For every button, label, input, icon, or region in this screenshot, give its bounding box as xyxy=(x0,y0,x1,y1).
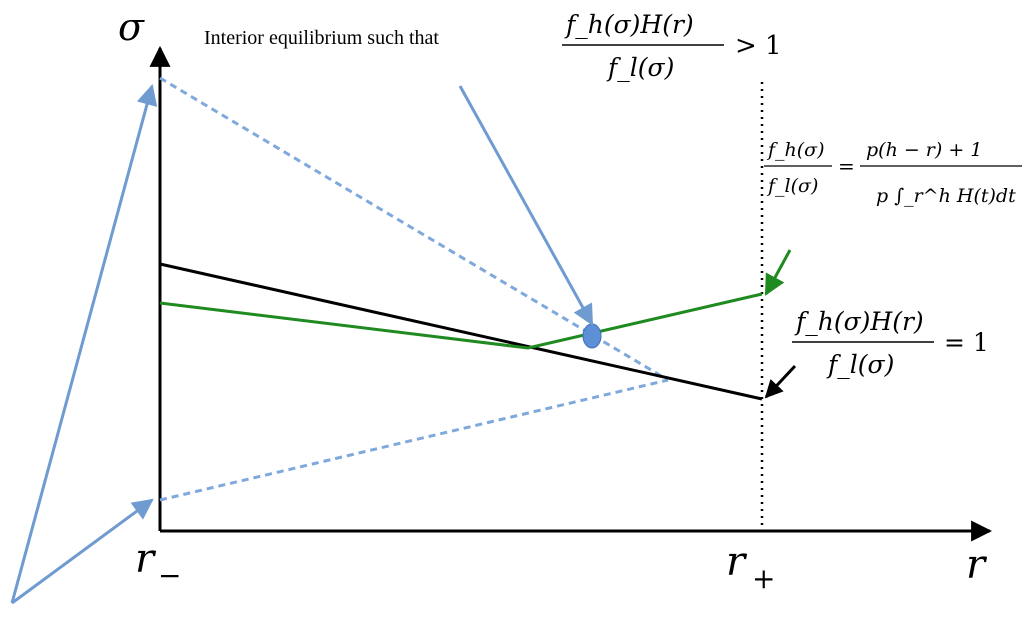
green-pointer-arrow xyxy=(764,249,792,296)
svg-text:f_h(σ): f_h(σ) xyxy=(766,139,825,161)
svg-text:> 1: > 1 xyxy=(735,31,782,61)
svg-text:f_h(σ)H(r): f_h(σ)H(r) xyxy=(564,10,694,39)
svg-text:−: − xyxy=(158,559,181,592)
svg-text:p(h − r) + 1: p(h − r) + 1 xyxy=(866,139,982,161)
svg-text:f_l(σ): f_l(σ) xyxy=(766,175,818,197)
svg-text:f_l(σ): f_l(σ) xyxy=(606,53,674,82)
black-curve xyxy=(159,262,763,401)
svg-text:+: + xyxy=(752,562,775,595)
svg-text:r: r xyxy=(726,539,748,585)
interior-ratio-formula: f_h(σ)H(r) f_l(σ) > 1 xyxy=(562,10,782,82)
interior-equilibrium-text: Interior equilibrium such that xyxy=(204,27,439,49)
y-axis-label: σ xyxy=(118,5,145,49)
svg-text:f_l(σ): f_l(σ) xyxy=(826,350,894,379)
r-plus-label: r + xyxy=(726,539,775,595)
interior-equilibrium-point xyxy=(582,323,602,349)
svg-text:= 1: = 1 xyxy=(944,328,989,357)
svg-text:=: = xyxy=(838,154,855,178)
left-pointer-arrow-upper xyxy=(10,83,158,604)
svg-text:r: r xyxy=(135,536,157,582)
svg-text:f_h(σ)H(r): f_h(σ)H(r) xyxy=(794,307,924,336)
blue-dashed-upper-line xyxy=(159,76,669,382)
green-curve-equation: f_h(σ) f_l(σ) = p(h − r) + 1 p ∫_r^h H(t… xyxy=(764,139,1022,207)
black-curve-equation: f_h(σ)H(r) f_l(σ) = 1 xyxy=(792,307,989,379)
left-pointer-arrow-lower xyxy=(11,498,154,605)
blue-dashed-lower-line xyxy=(159,378,669,502)
green-curve xyxy=(159,292,763,350)
svg-text:p ∫_r^h H(t)dt: p ∫_r^h H(t)dt xyxy=(876,185,1016,207)
black-pointer-arrow xyxy=(764,364,797,399)
interior-pointer-arrow xyxy=(458,85,594,326)
x-axis-label: r xyxy=(966,542,988,588)
r-minus-label: r − xyxy=(135,536,181,592)
